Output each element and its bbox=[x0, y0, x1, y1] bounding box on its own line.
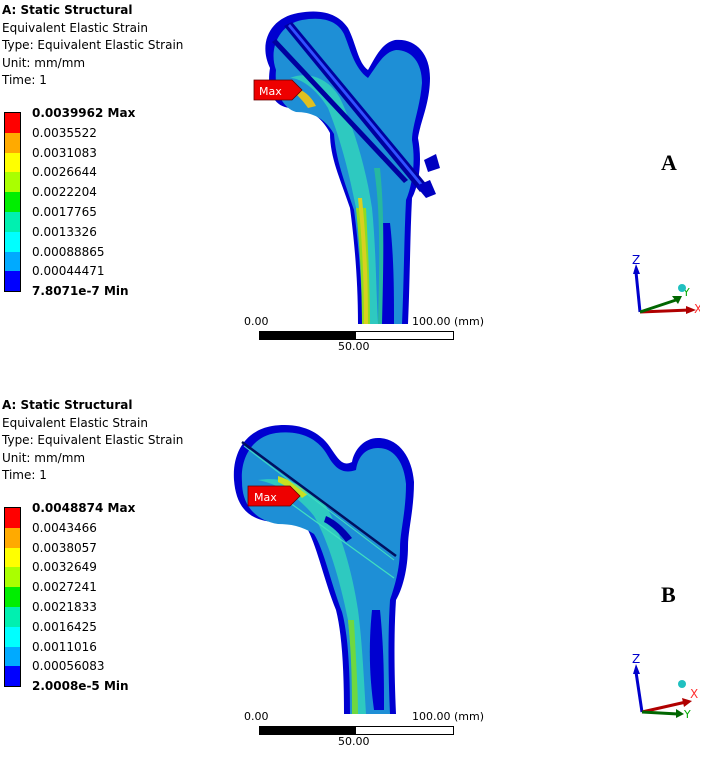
femur-model-b[interactable]: Max bbox=[228, 420, 448, 720]
max-marker: Max bbox=[253, 79, 303, 101]
legend-label: 0.00056083 bbox=[32, 659, 105, 674]
result-header: A: Static Structural Equivalent Elastic … bbox=[2, 397, 183, 485]
legend-swatch bbox=[4, 251, 21, 272]
result-name: Equivalent Elastic Strain bbox=[2, 415, 148, 430]
result-type: Type: Equivalent Elastic Strain bbox=[2, 433, 184, 447]
legend-swatch bbox=[4, 587, 21, 607]
panel-label-b: B bbox=[661, 582, 676, 607]
legend-swatch bbox=[4, 231, 21, 252]
svg-text:Max: Max bbox=[254, 491, 277, 504]
svg-text:Z: Z bbox=[632, 253, 640, 267]
result-time: Time: 1 bbox=[2, 468, 47, 482]
svg-text:Y: Y bbox=[682, 286, 690, 299]
scale-mid-label: 50.00 bbox=[338, 340, 370, 353]
legend-label: 0.0043466 bbox=[32, 520, 97, 535]
scale-end-label: 100.00 (mm) bbox=[412, 315, 484, 328]
legend-swatch bbox=[4, 666, 21, 687]
femur-model-a[interactable]: Max bbox=[230, 8, 450, 328]
result-unit: Unit: mm/mm bbox=[2, 55, 86, 70]
scale-bar-graphic bbox=[259, 331, 454, 340]
legend-swatch bbox=[4, 626, 21, 647]
legend-swatch bbox=[4, 646, 21, 667]
legend-label: 0.0038057 bbox=[32, 540, 97, 555]
legend-max-label: 0.0048874 Max bbox=[32, 501, 136, 515]
scale-start-label: 0.00 bbox=[244, 710, 269, 723]
legend-swatch bbox=[4, 567, 21, 588]
legend-min-label: 7.8071e-7 Min bbox=[32, 284, 129, 299]
legend-label: 0.0017765 bbox=[32, 205, 97, 219]
legend-label: 0.0027241 bbox=[32, 580, 97, 595]
result-unit: Unit: mm/mm bbox=[2, 450, 86, 465]
legend-label: 0.0011016 bbox=[32, 639, 97, 654]
legend-swatch bbox=[4, 192, 21, 212]
legend-swatch bbox=[4, 271, 21, 292]
panel-label-a: A bbox=[661, 150, 677, 175]
legend-label: 0.0022204 bbox=[32, 185, 97, 200]
svg-text:Z: Z bbox=[632, 652, 640, 666]
result-panel-a: A: Static Structural Equivalent Elastic … bbox=[0, 0, 708, 370]
legend-border bbox=[4, 686, 21, 687]
legend-swatch bbox=[4, 508, 21, 528]
legend-label: 0.0021833 bbox=[32, 600, 97, 614]
legend-label: 0.0031083 bbox=[32, 145, 97, 160]
axis-triad[interactable]: Z X Y bbox=[630, 248, 700, 318]
scale-end-label: 100.00 (mm) bbox=[412, 710, 484, 723]
legend-swatch bbox=[4, 172, 21, 193]
max-marker: Max bbox=[247, 485, 301, 507]
legend-border bbox=[4, 507, 21, 508]
svg-text:X: X bbox=[694, 302, 700, 316]
analysis-title: A: Static Structural bbox=[2, 3, 133, 17]
legend-swatch bbox=[4, 113, 21, 133]
result-panel-b: A: Static Structural Equivalent Elastic … bbox=[0, 395, 708, 765]
scale-bar-graphic bbox=[259, 726, 454, 735]
legend-label: 0.00044471 bbox=[32, 264, 105, 279]
legend-label: 0.0026644 bbox=[32, 165, 97, 180]
legend-swatch bbox=[4, 547, 21, 568]
result-header: A: Static Structural Equivalent Elastic … bbox=[2, 2, 183, 90]
legend-border bbox=[4, 112, 21, 113]
legend-label: 0.0035522 bbox=[32, 125, 97, 140]
svg-text:Max: Max bbox=[259, 85, 282, 98]
legend-swatch bbox=[4, 607, 21, 627]
legend-swatch bbox=[4, 527, 21, 548]
legend-label: 0.0013326 bbox=[32, 224, 97, 239]
legend-label: 0.00088865 bbox=[32, 244, 105, 259]
legend-swatch bbox=[4, 132, 21, 153]
scale-mid-label: 50.00 bbox=[338, 735, 370, 748]
legend-min-label: 2.0008e-5 Min bbox=[32, 679, 129, 694]
legend-swatch bbox=[4, 152, 21, 173]
legend-label: 0.0016425 bbox=[32, 619, 97, 634]
axis-triad[interactable]: Z X Y bbox=[630, 650, 700, 720]
svg-text:X: X bbox=[690, 687, 698, 701]
legend-max-label: 0.0039962 Max bbox=[32, 106, 136, 120]
result-time: Time: 1 bbox=[2, 73, 47, 87]
scale-start-label: 0.00 bbox=[244, 315, 269, 328]
result-name: Equivalent Elastic Strain bbox=[2, 20, 148, 35]
legend-border bbox=[4, 291, 21, 292]
result-type: Type: Equivalent Elastic Strain bbox=[2, 38, 184, 52]
legend-swatch bbox=[4, 212, 21, 232]
legend-label: 0.0032649 bbox=[32, 560, 97, 575]
analysis-title: A: Static Structural bbox=[2, 398, 133, 412]
svg-text:Y: Y bbox=[683, 708, 691, 720]
